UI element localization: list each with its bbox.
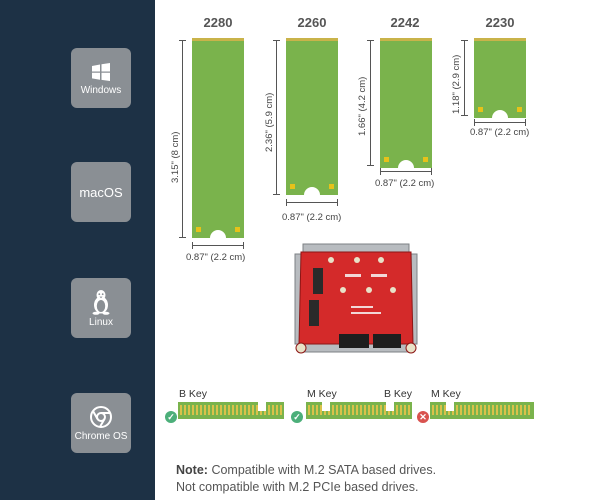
card-notch — [398, 160, 414, 176]
length-label-2230: 1.18" (2.9 cm) — [451, 54, 462, 114]
os-tile-linux: Linux — [71, 278, 131, 338]
width-label-2242: 0.87" (2.2 cm) — [375, 178, 435, 189]
os-label-macos: macOS — [79, 184, 123, 200]
os-tile-chromeos: Chrome OS — [71, 393, 131, 453]
width-label-2260: 0.87" (2.2 cm) — [282, 212, 342, 223]
note-line-1: Compatible with M.2 SATA based drives. — [211, 463, 437, 477]
b-key-notch — [386, 402, 394, 411]
width-label-2230: 0.87" (2.2 cm) — [470, 127, 530, 138]
chrome-icon — [89, 405, 113, 429]
note-line-2: Not compatible with M.2 PCIe based drive… — [176, 480, 419, 494]
m-key-notch — [446, 402, 454, 411]
size-title-2260: 2260 — [297, 15, 327, 30]
length-marker-2260 — [273, 40, 280, 195]
width-marker-2230 — [474, 119, 526, 126]
m2-card-2280 — [192, 38, 244, 246]
length-marker-2280 — [179, 40, 186, 238]
width-label-2280: 0.87" (2.2 cm) — [186, 252, 246, 263]
b-key-label: B Key — [179, 388, 208, 400]
card-notch — [492, 110, 508, 126]
linux-icon — [90, 289, 112, 315]
note-prefix: Note: — [176, 463, 208, 477]
length-marker-2242 — [367, 40, 374, 166]
length-marker-2230 — [461, 40, 468, 116]
card-notch — [210, 230, 226, 246]
card-notch — [304, 187, 320, 203]
width-marker-2280 — [192, 242, 244, 249]
os-tile-windows: Windows — [71, 48, 131, 108]
m2-card-2230 — [474, 38, 526, 126]
windows-icon — [90, 61, 112, 83]
m2-card-2242 — [380, 38, 432, 176]
length-label-2280: 3.15" (8 cm) — [170, 131, 181, 183]
length-label-2242: 1.66" (4.2 cm) — [357, 76, 368, 136]
bm-key-card — [306, 402, 412, 419]
m2-adapter-board — [285, 240, 427, 370]
size-title-2280: 2280 — [203, 15, 233, 30]
b-key-card — [178, 402, 284, 419]
bm-key-m-label: M Key — [307, 388, 337, 400]
width-marker-2260 — [286, 199, 338, 206]
os-label-chromeos: Chrome OS — [74, 430, 128, 442]
m-key-card — [430, 402, 534, 419]
b-key-notch — [258, 402, 266, 411]
m2-card-2260 — [286, 38, 338, 203]
bm-key-b-label: B Key — [384, 388, 413, 400]
size-title-2230: 2230 — [485, 15, 515, 30]
m-key-label: M Key — [431, 388, 461, 400]
check-icon: ✓ — [165, 411, 177, 423]
m-key-notch — [322, 402, 330, 411]
check-icon: ✓ — [291, 411, 303, 423]
size-title-2242: 2242 — [390, 15, 420, 30]
length-label-2260: 2.36" (5.9 cm) — [264, 92, 275, 152]
os-tile-macos: macOS — [71, 162, 131, 222]
cross-icon: ✕ — [417, 411, 429, 423]
width-marker-2242 — [380, 168, 432, 175]
compatibility-note: Note: Compatible with M.2 SATA based dri… — [176, 462, 436, 496]
os-label-windows: Windows — [80, 84, 122, 96]
os-label-linux: Linux — [89, 316, 113, 328]
